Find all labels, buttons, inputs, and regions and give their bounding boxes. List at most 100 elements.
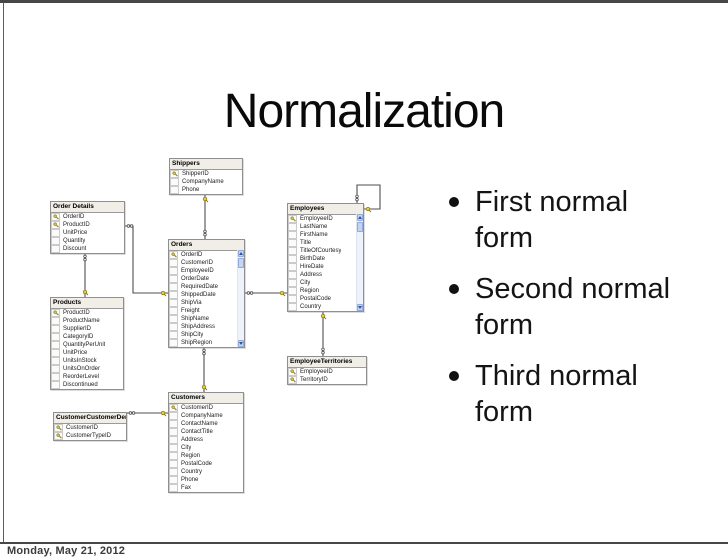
key-end-icon [160, 290, 167, 297]
row-selector-cell [169, 322, 178, 331]
scroll-track[interactable] [357, 232, 363, 304]
row-selector-cell [51, 236, 60, 245]
key-glyph [170, 252, 177, 258]
db-table-title: Products [51, 298, 123, 309]
db-field-row: QuantityPerUnit [51, 340, 123, 349]
db-field-row: ProductID [51, 309, 123, 317]
db-field-name: ProductID [63, 222, 90, 228]
db-field-row: ProductName [51, 316, 123, 325]
db-field-name: Address [181, 437, 204, 443]
row-selector-cell [51, 316, 60, 325]
db-field-name: PostalCode [300, 296, 332, 302]
db-field-name: ShipName [181, 316, 210, 322]
db-field-name: ReorderLevel [63, 374, 100, 380]
db-field-row: ContactName [169, 419, 243, 428]
row-selector-cell [169, 298, 178, 307]
row-selector-cell [169, 459, 178, 468]
db-field-name: RequiredDate [181, 284, 219, 290]
db-field-row: PostalCode [169, 459, 243, 468]
key-glyph [52, 214, 59, 220]
bullet-item: Third normal form [446, 358, 706, 430]
key-end-icon [279, 290, 286, 297]
db-field-name: ShipRegion [181, 340, 213, 346]
db-field-row: Region [288, 286, 363, 295]
db-field-row: Country [288, 302, 363, 311]
db-field-name: TerritoryID [300, 377, 328, 383]
row-selector-cell [170, 177, 179, 186]
key-end-icon [160, 410, 167, 417]
vertical-scrollbar[interactable] [356, 214, 363, 311]
db-field-name: Country [300, 304, 322, 310]
db-table-title: Employees [288, 204, 363, 215]
db-field-name: QuantityPerUnit [63, 342, 106, 348]
scroll-track[interactable] [238, 268, 244, 340]
db-field-row: UnitsInStock [51, 356, 123, 365]
row-selector-cell [51, 348, 60, 357]
db-field-row: ShipRegion [169, 338, 244, 347]
vertical-scrollbar[interactable] [237, 250, 244, 347]
scroll-down-button[interactable] [238, 340, 244, 347]
bullet-icon [449, 371, 459, 381]
db-field-row: UnitsOnOrder [51, 364, 123, 373]
db-field-row: CompanyName [170, 177, 242, 186]
scroll-down-button[interactable] [357, 304, 363, 311]
key-end-icon [202, 196, 209, 203]
db-field-name: Phone [181, 477, 199, 483]
db-field-row: Discontinued [51, 380, 123, 389]
row-selector-cell [169, 451, 178, 460]
db-field-row: CompanyName [169, 411, 243, 420]
db-field-name: EmployeeID [181, 268, 214, 274]
scroll-up-button[interactable] [238, 250, 244, 257]
db-field-name: City [300, 280, 311, 286]
db-field-row: ShipperID [170, 170, 242, 178]
db-field-row: OrderID [51, 213, 124, 221]
row-selector-cell [288, 246, 297, 255]
row-selector-cell [169, 274, 178, 283]
db-table-title: Order Details [51, 202, 124, 213]
scroll-thumb[interactable] [357, 222, 363, 232]
db-field-row: CustomerID [169, 404, 243, 412]
db-field-row: Fax [169, 483, 243, 492]
db-field-name: FirstName [300, 232, 328, 238]
db-field-row: Address [169, 435, 243, 444]
db-field-row: EmployeeID [169, 266, 244, 275]
db-field-name: CustomerID [66, 425, 99, 431]
row-selector-cell [169, 467, 178, 476]
db-field-row: ProductID [51, 220, 124, 229]
db-field-row: ReorderLevel [51, 372, 123, 381]
key-glyph [52, 221, 59, 228]
slide-frame-top [0, 0, 728, 3]
many-end-icon [202, 348, 206, 356]
db-field-name: CustomerID [181, 405, 214, 411]
db-field-row: TerritoryID [288, 375, 366, 384]
scroll-thumb[interactable] [238, 258, 244, 268]
arrow-down-icon [239, 342, 243, 345]
db-field-name: ShipCity [181, 332, 204, 338]
scroll-up-button[interactable] [357, 214, 363, 221]
db-field-row: City [288, 278, 363, 287]
bullet-text: Third normal form [475, 358, 638, 430]
many-end-icon [128, 411, 136, 415]
key-glyph [55, 432, 62, 439]
bullet-text: First normal form [475, 184, 628, 256]
db-field-name: OrderID [63, 214, 85, 220]
db-field-name: Phone [182, 187, 200, 193]
bullet-line: First normal [475, 186, 629, 218]
row-selector-cell [51, 372, 60, 381]
row-selector-cell [169, 282, 178, 291]
key-end-icon [365, 206, 372, 213]
db-field-name: Region [181, 453, 201, 459]
